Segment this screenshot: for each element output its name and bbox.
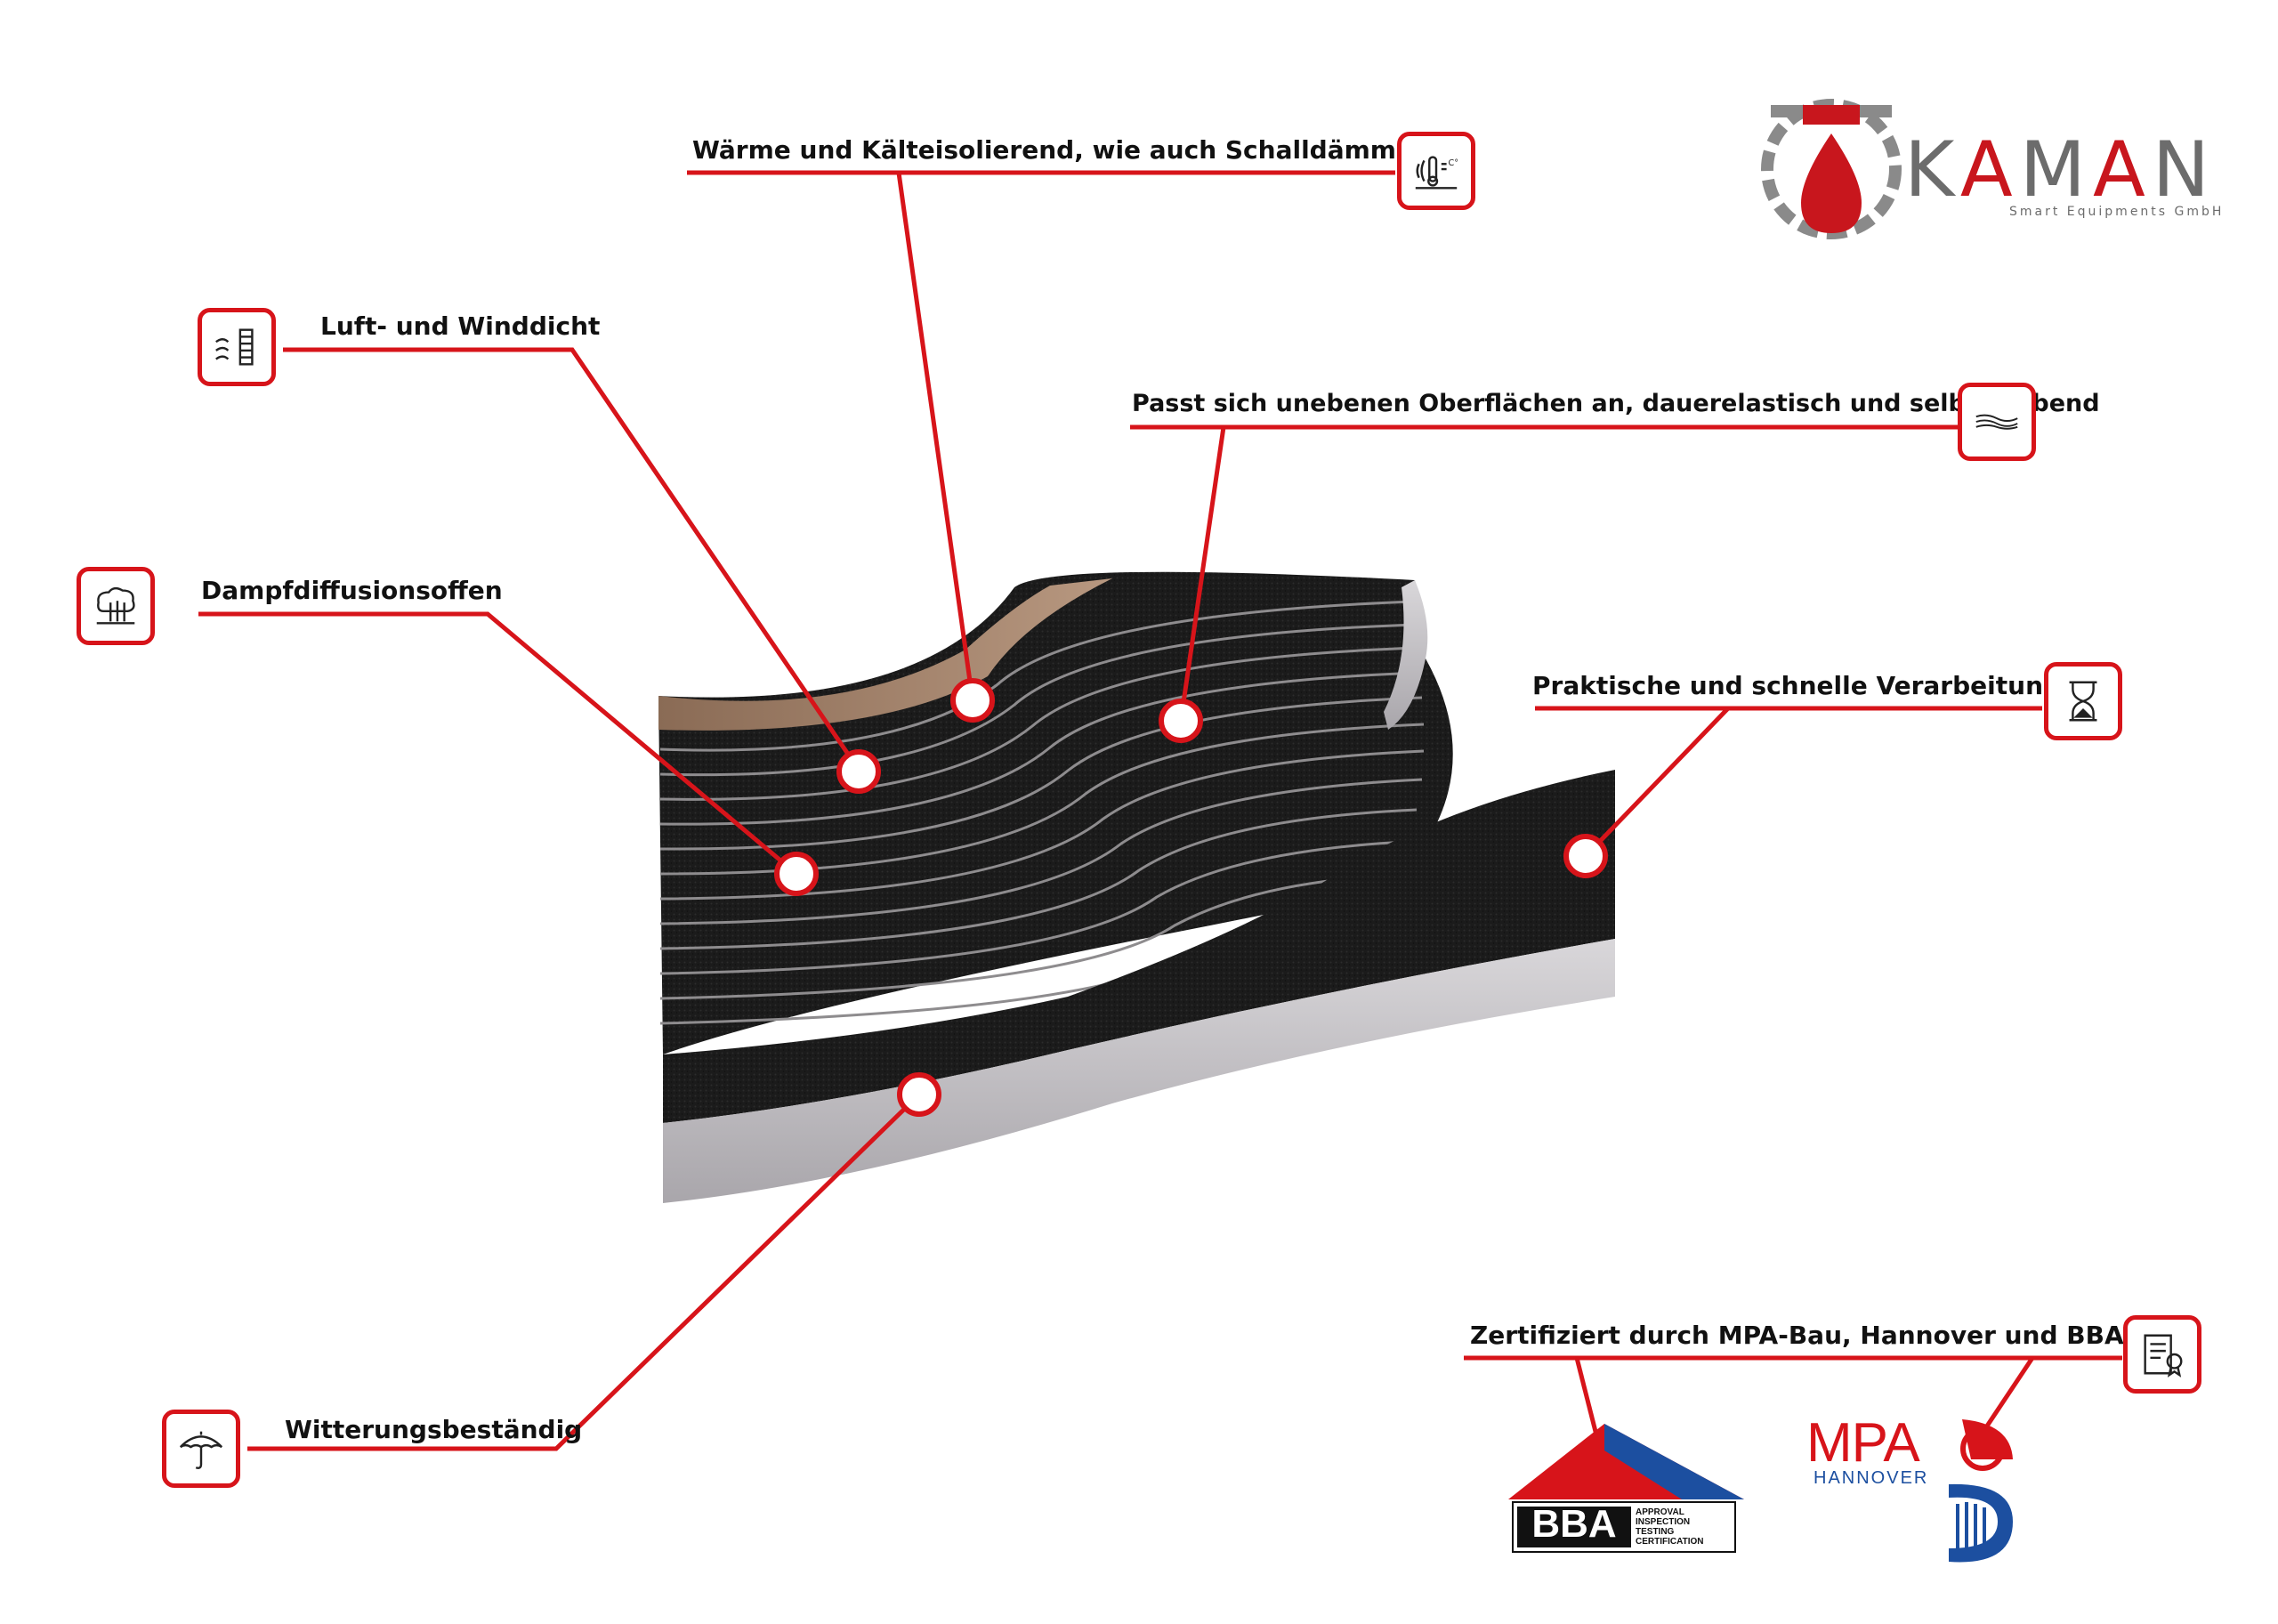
insulation-icon: C° — [1397, 132, 1475, 210]
brand-tagline: Smart Equipments GmbH — [2009, 205, 2225, 219]
surface-adapt-icon — [1958, 383, 2036, 461]
brand-letter-a1: A — [1959, 125, 2020, 214]
vapor-icon — [77, 567, 155, 645]
bba-line-2: INSPECTION — [1636, 1517, 1691, 1527]
hourglass-icon — [2044, 662, 2122, 740]
marker-dampf — [774, 852, 819, 896]
marker-passt — [1159, 699, 1203, 743]
certificate-icon — [2123, 1315, 2201, 1394]
callout-lines — [198, 170, 2122, 1467]
bba-logo-subtext: APPROVAL INSPECTION TESTING CERTIFICATIO… — [1636, 1507, 1703, 1547]
product-foam-tape-image — [658, 571, 1615, 1203]
bba-line-4: CERTIFICATION — [1636, 1537, 1704, 1547]
mpa-logo-text: MPA — [1806, 1412, 1920, 1474]
bba-line-1: APPROVAL — [1636, 1507, 1684, 1517]
bba-logo — [1508, 1424, 1744, 1553]
wind-wall-icon — [198, 308, 276, 386]
feature-label-insulation: Wärme und Kälteisolierend, wie auch Scha… — [692, 135, 1449, 165]
bba-logo-text: BBA — [1531, 1502, 1617, 1546]
marker-luft — [836, 749, 881, 794]
brand-name: KAMAN — [1904, 130, 2217, 210]
feature-label-certified: Zertifiziert durch MPA-Bau, Hannover und… — [1470, 1321, 2124, 1350]
brand-letter-k: K — [1904, 125, 1960, 214]
feature-label-processing: Praktische und schnelle Verarbeitung — [1532, 671, 2062, 700]
mpa-logo-city: HANNOVER — [1814, 1468, 1929, 1488]
bba-line-3: TESTING — [1636, 1527, 1675, 1537]
marker-waerme — [950, 678, 995, 723]
svg-text:C°: C° — [1449, 158, 1459, 168]
marker-witterung — [897, 1072, 941, 1117]
kaman-logo-mark — [1761, 99, 1902, 239]
brand-letter-n: N — [2152, 125, 2217, 214]
mpa-logo — [1949, 1419, 2013, 1563]
brand-letter-m: M — [2019, 125, 2093, 214]
marker-praktische — [1563, 834, 1608, 878]
feature-label-surface: Passt sich unebenen Oberflächen an, daue… — [1132, 390, 2100, 417]
feature-label-airtight: Luft- und Winddicht — [320, 311, 601, 341]
brand-letter-a2: A — [2092, 125, 2153, 214]
feature-label-vapor: Dampfdiffusionsoffen — [201, 576, 503, 605]
feature-label-weather: Witterungsbeständig — [285, 1415, 583, 1444]
umbrella-icon — [162, 1410, 240, 1488]
